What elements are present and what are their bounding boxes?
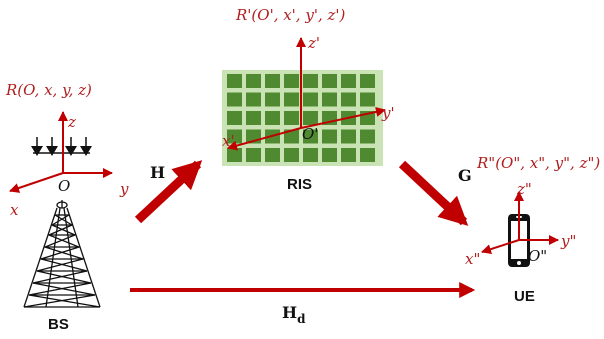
ris-axis-y-label: y': [381, 104, 395, 122]
ris-element: [227, 74, 242, 88]
ris-axis-x-label: x': [222, 132, 235, 150]
channel-hd-main: H: [282, 303, 297, 322]
bs-axis-x: [9, 172, 64, 193]
ris-element: [284, 92, 299, 107]
ris-element: [322, 92, 337, 107]
bs-frame-label: R(O, x, y, z): [5, 81, 92, 99]
ris-element: [265, 74, 280, 88]
antenna-element: [46, 137, 58, 156]
channel-h-arrow: [134, 160, 203, 224]
bs-tower: [23, 200, 101, 308]
ris-name: RIS: [287, 176, 312, 193]
ris-frame-label: R'(O', x', y', z'): [235, 6, 346, 24]
ris-element-grid: [227, 74, 375, 162]
ris-element: [322, 148, 337, 162]
ris-element: [265, 148, 280, 162]
bs-name: BS: [48, 316, 69, 333]
ris-element: [303, 129, 318, 144]
ris-element: [303, 74, 318, 88]
ris-element: [341, 129, 356, 144]
bs-coordinate-frame: R(O, x, y, z) z y x O: [5, 81, 129, 219]
ue-axis-z-label: z": [516, 180, 532, 198]
antenna-element: [65, 137, 77, 156]
ris-element: [360, 129, 375, 144]
ris-axis-y: [300, 106, 386, 129]
antenna-element: [80, 137, 92, 156]
ris-element: [246, 74, 261, 88]
channel-g-label: G: [458, 166, 472, 185]
bs-antenna-array: [31, 137, 92, 156]
ris-origin-label: O': [302, 125, 318, 143]
antenna-element: [31, 137, 43, 156]
ris-element: [265, 111, 280, 125]
ris-element: [246, 92, 261, 107]
bs-axis-z-label: z: [67, 113, 76, 131]
ris-element: [303, 148, 318, 162]
ris-coordinate-frame: R'(O', x', y', z') z' y' x' O': [222, 6, 395, 151]
ris-element: [360, 74, 375, 88]
ris-element: [341, 92, 356, 107]
ris-element: [360, 148, 375, 162]
ris-axis-z-label: z': [307, 34, 320, 52]
ris-element: [322, 74, 337, 88]
channel-hd-label: Hd: [282, 303, 306, 326]
ue-coordinate-frame: R"(O", x", y", z") z" y" x" O": [465, 154, 600, 268]
ue-axis-x-label: x": [465, 250, 480, 268]
ue-name: UE: [514, 288, 535, 305]
ris-element: [284, 74, 299, 88]
ris-panel: [222, 70, 383, 166]
ris-element: [360, 92, 375, 107]
ris-element: [303, 111, 318, 125]
ris-element: [284, 148, 299, 162]
ris-element: [227, 148, 242, 162]
ue-frame-label: R"(O", x", y", z"): [476, 154, 600, 172]
ris-element: [227, 92, 242, 107]
ris-element: [265, 92, 280, 107]
ris-element: [322, 129, 337, 144]
ris-element: [341, 74, 356, 88]
ris-element: [227, 129, 242, 144]
channel-hd-subscript: d: [297, 312, 306, 326]
channel-g-arrow: [398, 160, 469, 226]
ris-element: [246, 148, 261, 162]
ue-origin-label: O": [528, 247, 547, 265]
ris-element: [246, 111, 261, 125]
bs-origin-label: O: [58, 177, 70, 195]
bs-axis-y-label: y: [119, 180, 129, 198]
ris-element: [284, 111, 299, 125]
ris-element: [227, 111, 242, 125]
ris-element: [341, 148, 356, 162]
channel-h-label: H: [150, 163, 165, 182]
ue-axis-x: [481, 239, 520, 254]
ris-axis-x: [227, 127, 302, 151]
ue-axis-y-label: y": [560, 232, 576, 250]
ris-element: [303, 92, 318, 107]
bs-axis-x-label: x: [10, 201, 19, 219]
ris-element: [284, 129, 299, 144]
